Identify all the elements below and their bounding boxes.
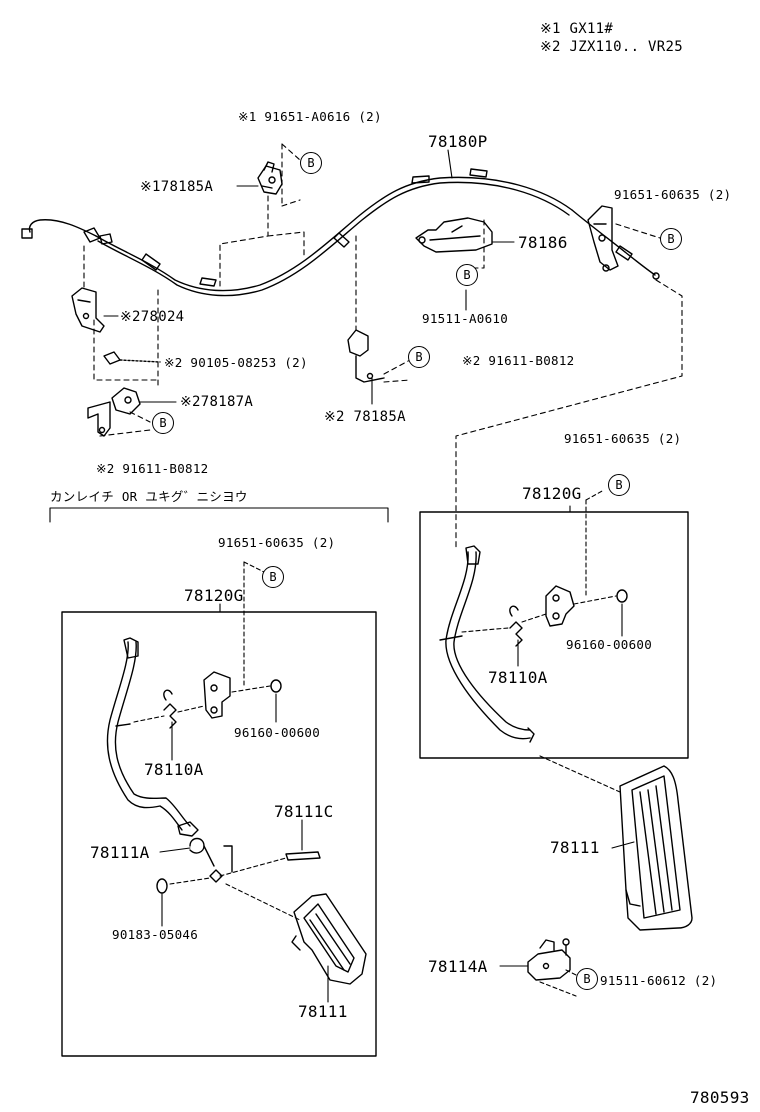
left-pedal-box xyxy=(61,611,377,1057)
bolt-90105-icon xyxy=(103,351,161,365)
label-right-spring: 78110A xyxy=(488,668,548,687)
label-clamp-mid: ※2 78185A xyxy=(324,409,406,425)
legend-line-1: ※1 GX11# xyxy=(540,21,614,37)
callout-b-icon: B xyxy=(152,412,174,434)
label-bolt-left: ※2 90105-08253 (2) xyxy=(164,355,308,370)
label-right-bolt: 91651-60635 (2) xyxy=(564,431,682,446)
clamp-78187a-icon xyxy=(87,387,141,437)
leader-lines-upper xyxy=(83,143,683,549)
accelerator-cable xyxy=(21,168,660,297)
label-clamp-78187a: ※278187A xyxy=(180,394,254,410)
label-left-pedal-assy: 78120G xyxy=(184,586,244,605)
callout-b-icon: B xyxy=(408,346,430,368)
label-bracket-78024: ※278024 xyxy=(120,309,185,325)
clamp-78185a-icon xyxy=(347,329,385,383)
label-right-pad: 78111 xyxy=(550,838,600,857)
left-bushing-icon xyxy=(156,878,168,894)
left-nut-icon xyxy=(270,679,282,693)
left-pointer-lines xyxy=(159,603,329,1003)
right-nut-icon xyxy=(616,589,628,603)
label-left-pad: 78111 xyxy=(298,1002,348,1021)
label-left-spring: 78110A xyxy=(144,760,204,779)
label-left-pin: 78111C xyxy=(274,802,334,821)
label-left-bolt: 91651-60635 (2) xyxy=(218,535,336,550)
left-lever-bracket-icon xyxy=(203,671,231,719)
label-bolt-left-bottom: ※2 91611-B0812 xyxy=(96,461,209,476)
label-stopper-screw: 91511-60612 (2) xyxy=(600,973,718,988)
left-clip-icon xyxy=(189,837,233,883)
callout-b-icon: B xyxy=(262,566,284,588)
label-bracket-78186: 78186 xyxy=(518,233,568,252)
right-spring-icon xyxy=(509,605,523,647)
label-left-nut: 96160-00600 xyxy=(234,725,321,740)
clamp-top-icon xyxy=(257,161,283,195)
callout-b-icon: B xyxy=(456,264,478,286)
bracket-78024-icon xyxy=(71,287,105,333)
label-bolt-mid: ※2 91611-B0812 xyxy=(462,353,575,368)
left-pedal-pad-icon xyxy=(291,893,367,985)
callout-b-icon: B xyxy=(300,152,322,174)
label-cable-assy: 78180P xyxy=(428,132,488,151)
bracket-78186-icon xyxy=(415,217,493,253)
label-left-bushing: 90183-05046 xyxy=(112,927,199,942)
label-left-clip: 78111A xyxy=(90,843,150,862)
callout-b-icon: B xyxy=(608,474,630,496)
figure-number: 780593 xyxy=(690,1088,750,1107)
callout-b-icon: B xyxy=(660,228,682,250)
left-pin-icon xyxy=(285,851,321,861)
label-screw-right: 91511-A0610 xyxy=(422,311,509,326)
right-lever-bracket-icon xyxy=(545,585,575,627)
pointer-lines-upper xyxy=(103,149,515,405)
label-clamp-left-top: ※178185A xyxy=(140,179,214,195)
cable-end-bracket-icon xyxy=(587,205,619,272)
callout-b-icon: B xyxy=(576,968,598,990)
label-bolt-top: ※1 91651-A0616 (2) xyxy=(238,109,382,124)
right-leader-lines xyxy=(461,489,621,793)
left-section-bracket xyxy=(49,507,389,523)
stopper-78114a-icon xyxy=(527,938,571,981)
right-pedal-lever-icon xyxy=(439,545,535,743)
label-right-nut: 96160-00600 xyxy=(566,637,653,652)
label-stopper: 78114A xyxy=(428,957,488,976)
left-pedal-lever-icon xyxy=(106,637,199,837)
left-spring-icon xyxy=(163,689,177,729)
right-pedal-pad-icon xyxy=(619,765,693,931)
label-section-left-title: カンレイチ OR ユキグ゛ニシヨウ xyxy=(50,489,248,504)
left-leader-lines xyxy=(133,561,301,921)
label-right-pedal-assy: 78120G xyxy=(522,484,582,503)
legend-line-2: ※2 JZX110.. VR25 xyxy=(540,39,683,55)
right-pedal-box xyxy=(419,511,689,759)
label-bolt-right-top: 91651-60635 (2) xyxy=(614,187,732,202)
stopper-leader-lines xyxy=(539,969,579,997)
